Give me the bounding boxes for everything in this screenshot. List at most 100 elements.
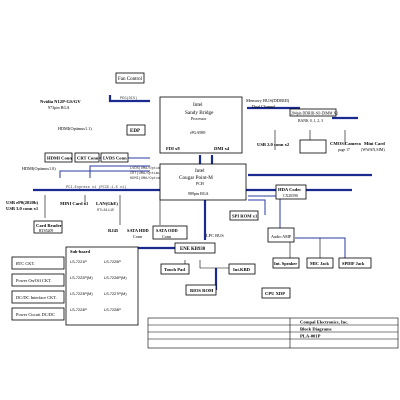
bluetooth-box [299, 139, 327, 154]
pcie-label: PCI-Express x1 (PCIE-1-5 x1) [66, 185, 126, 190]
mic-jack-box [306, 257, 334, 269]
bank-label: BANK 0, 1, 2, 3 [298, 119, 323, 124]
subboard-right-item: LS-7225P [104, 260, 121, 264]
cpu-pkg: rPGA989 [190, 130, 205, 135]
kbd-box [228, 263, 256, 275]
cpu-sub: Processor [191, 116, 207, 121]
fan-control-box [115, 72, 145, 84]
usb-left-sub: USB 3.0 conn x1 [6, 206, 39, 211]
sata-odd-box [152, 225, 188, 240]
subboard-left-item: LS-7222P(M) [70, 276, 93, 280]
hdmi-uma-label: HDMI(UMA/Optimus) [130, 176, 167, 181]
rtc-box [11, 256, 65, 270]
touchpad-box [160, 263, 190, 275]
subboard-left-item: LS-7221P [70, 260, 87, 264]
pch-box [159, 163, 247, 201]
edp-label: EDP [130, 129, 140, 134]
cpu-title: Intel [193, 102, 203, 108]
int-speaker-box [272, 257, 300, 269]
fan-control-label: Fan Control [118, 77, 143, 82]
lvds-conn-box [100, 152, 129, 163]
nvidia-title: Nvidia N12P-GS/GV [40, 99, 81, 104]
dimm-box [289, 108, 337, 117]
audio-line [295, 237, 346, 258]
cmos-title: CMOS Camera [330, 141, 361, 146]
rtc-label: RTC CKT. [16, 261, 35, 266]
cpu-xdp-box [261, 287, 291, 299]
ene-label: ENE KB930 [180, 247, 206, 252]
subboard-title: Sub-board [70, 249, 91, 254]
power-circuit-label: Power Circuit DC/DC [16, 312, 55, 317]
lpc-label: LPC BUS [206, 233, 224, 238]
card-reader-sub: RTS5209 [39, 229, 53, 233]
dmi-label: DMI x4 [214, 146, 230, 151]
minicard-wwan-sub: (WWAN,SIM) [361, 147, 385, 153]
crt-label: CRT(UMA/Optimus) [130, 171, 165, 176]
memory-sub: Dual Channel [252, 104, 276, 109]
ene-kbd-line [199, 260, 230, 269]
doc-number: PLA-001P [300, 334, 321, 339]
peg-bus [108, 95, 150, 103]
minicard-wlan-label: MINI Card x1 [60, 201, 89, 206]
subboard-right-item: LS-7228P [104, 308, 121, 312]
ene-box [174, 242, 216, 254]
doc-title: Block Diagrams [300, 327, 332, 332]
hda-codec-box [275, 184, 307, 200]
left-circuits: RTC CKT. Power On/Off CKT. DC/DC Interfa… [11, 256, 65, 321]
spi-rom-box [229, 210, 259, 221]
audio-amp-label: Audio AMP [271, 234, 292, 239]
subboard-box [65, 246, 139, 326]
cpu-xdp-label: CPU XDP [265, 291, 285, 296]
dimm-label: 204pin DDRIII-SO-DIMM X2 [291, 112, 338, 116]
lvds-conn-label: LVDS Conn [103, 156, 127, 161]
audio-amp-box [267, 227, 295, 243]
hdmi-conn-box [44, 152, 73, 163]
pch-name: Cougar Point-M [179, 175, 213, 181]
subboard-right: LS-7225P LS-7226P(M) LS-7227P(M) LS-7228… [104, 260, 127, 312]
power-onoff-box [11, 273, 65, 287]
power-circuit-box [11, 307, 65, 321]
subboard-left: LS-7221P LS-7222P(M) LS-7223P(M) LS-7224… [70, 260, 93, 312]
bios-label: BIOS ROM [190, 288, 214, 293]
usb-ports-label: USB 2.0 conn x2 [257, 142, 290, 147]
hdmi-conn-label: HDMI Conn [47, 156, 72, 161]
pch-pkg: 989pin BGA [188, 191, 209, 196]
power-onoff-label: Power On/Off CKT. [16, 278, 52, 283]
crt-conn-box [74, 152, 100, 163]
spi-rom-label: SPI ROM x1 [232, 214, 258, 219]
subboard-right-item: LS-7227P(M) [104, 292, 127, 296]
cmos-sub: page 17 [338, 148, 350, 152]
subboard-left-item: LS-7224P [70, 308, 87, 312]
crt-line [89, 165, 150, 178]
sata-odd-sub: Conn [162, 234, 172, 239]
company-name: Compal Electronics, Inc. [300, 320, 348, 325]
card-reader-title: Card Reader [36, 223, 62, 228]
cpu-name: Sandy Bridge [185, 110, 214, 116]
subboard-right-item: LS-7226P(M) [104, 276, 127, 280]
hda-codec-title: HDA Codec [278, 187, 301, 192]
pch-sub: PCH [196, 181, 204, 186]
sata-hdd-sub: Conn [133, 234, 143, 239]
minicard-wwan-title: Mini Card [364, 141, 385, 146]
pch-title: Intel [195, 168, 205, 174]
crt-conn-label: CRT Conn [77, 156, 99, 161]
touchpad-label: Touch Pad [164, 267, 185, 272]
sata-odd-title: SATA ODD [156, 228, 178, 233]
subboard-left-item: LS-7223P(M) [70, 292, 93, 296]
sata-hdd-title: SATA HDD [127, 228, 149, 233]
bios-box [185, 284, 217, 296]
rj45-label: RJ45 [108, 228, 119, 233]
lvds-label: LVDS(UMA/Optimus) [130, 166, 167, 171]
usb-left-title: USB eP0(2020b) [6, 200, 38, 205]
title-block: Compal Electronics, Inc. Block Diagrams … [147, 317, 399, 349]
cpu-box [159, 96, 243, 154]
lan-title: LAN(GbE) [96, 201, 118, 206]
lvds-line [59, 170, 150, 178]
hdmi-optimus2-label: HDMI(Optimus1.0) [22, 166, 56, 171]
int-speaker-label: Int. Speaker [274, 261, 297, 266]
card-reader-box [33, 220, 63, 234]
dcdc-interface-label: DC/DC Interface CKT. [16, 295, 57, 300]
memory-title: Memory BUS(DDRIII) [246, 98, 290, 103]
nvidia-sub: 973pin BGA [48, 105, 70, 110]
